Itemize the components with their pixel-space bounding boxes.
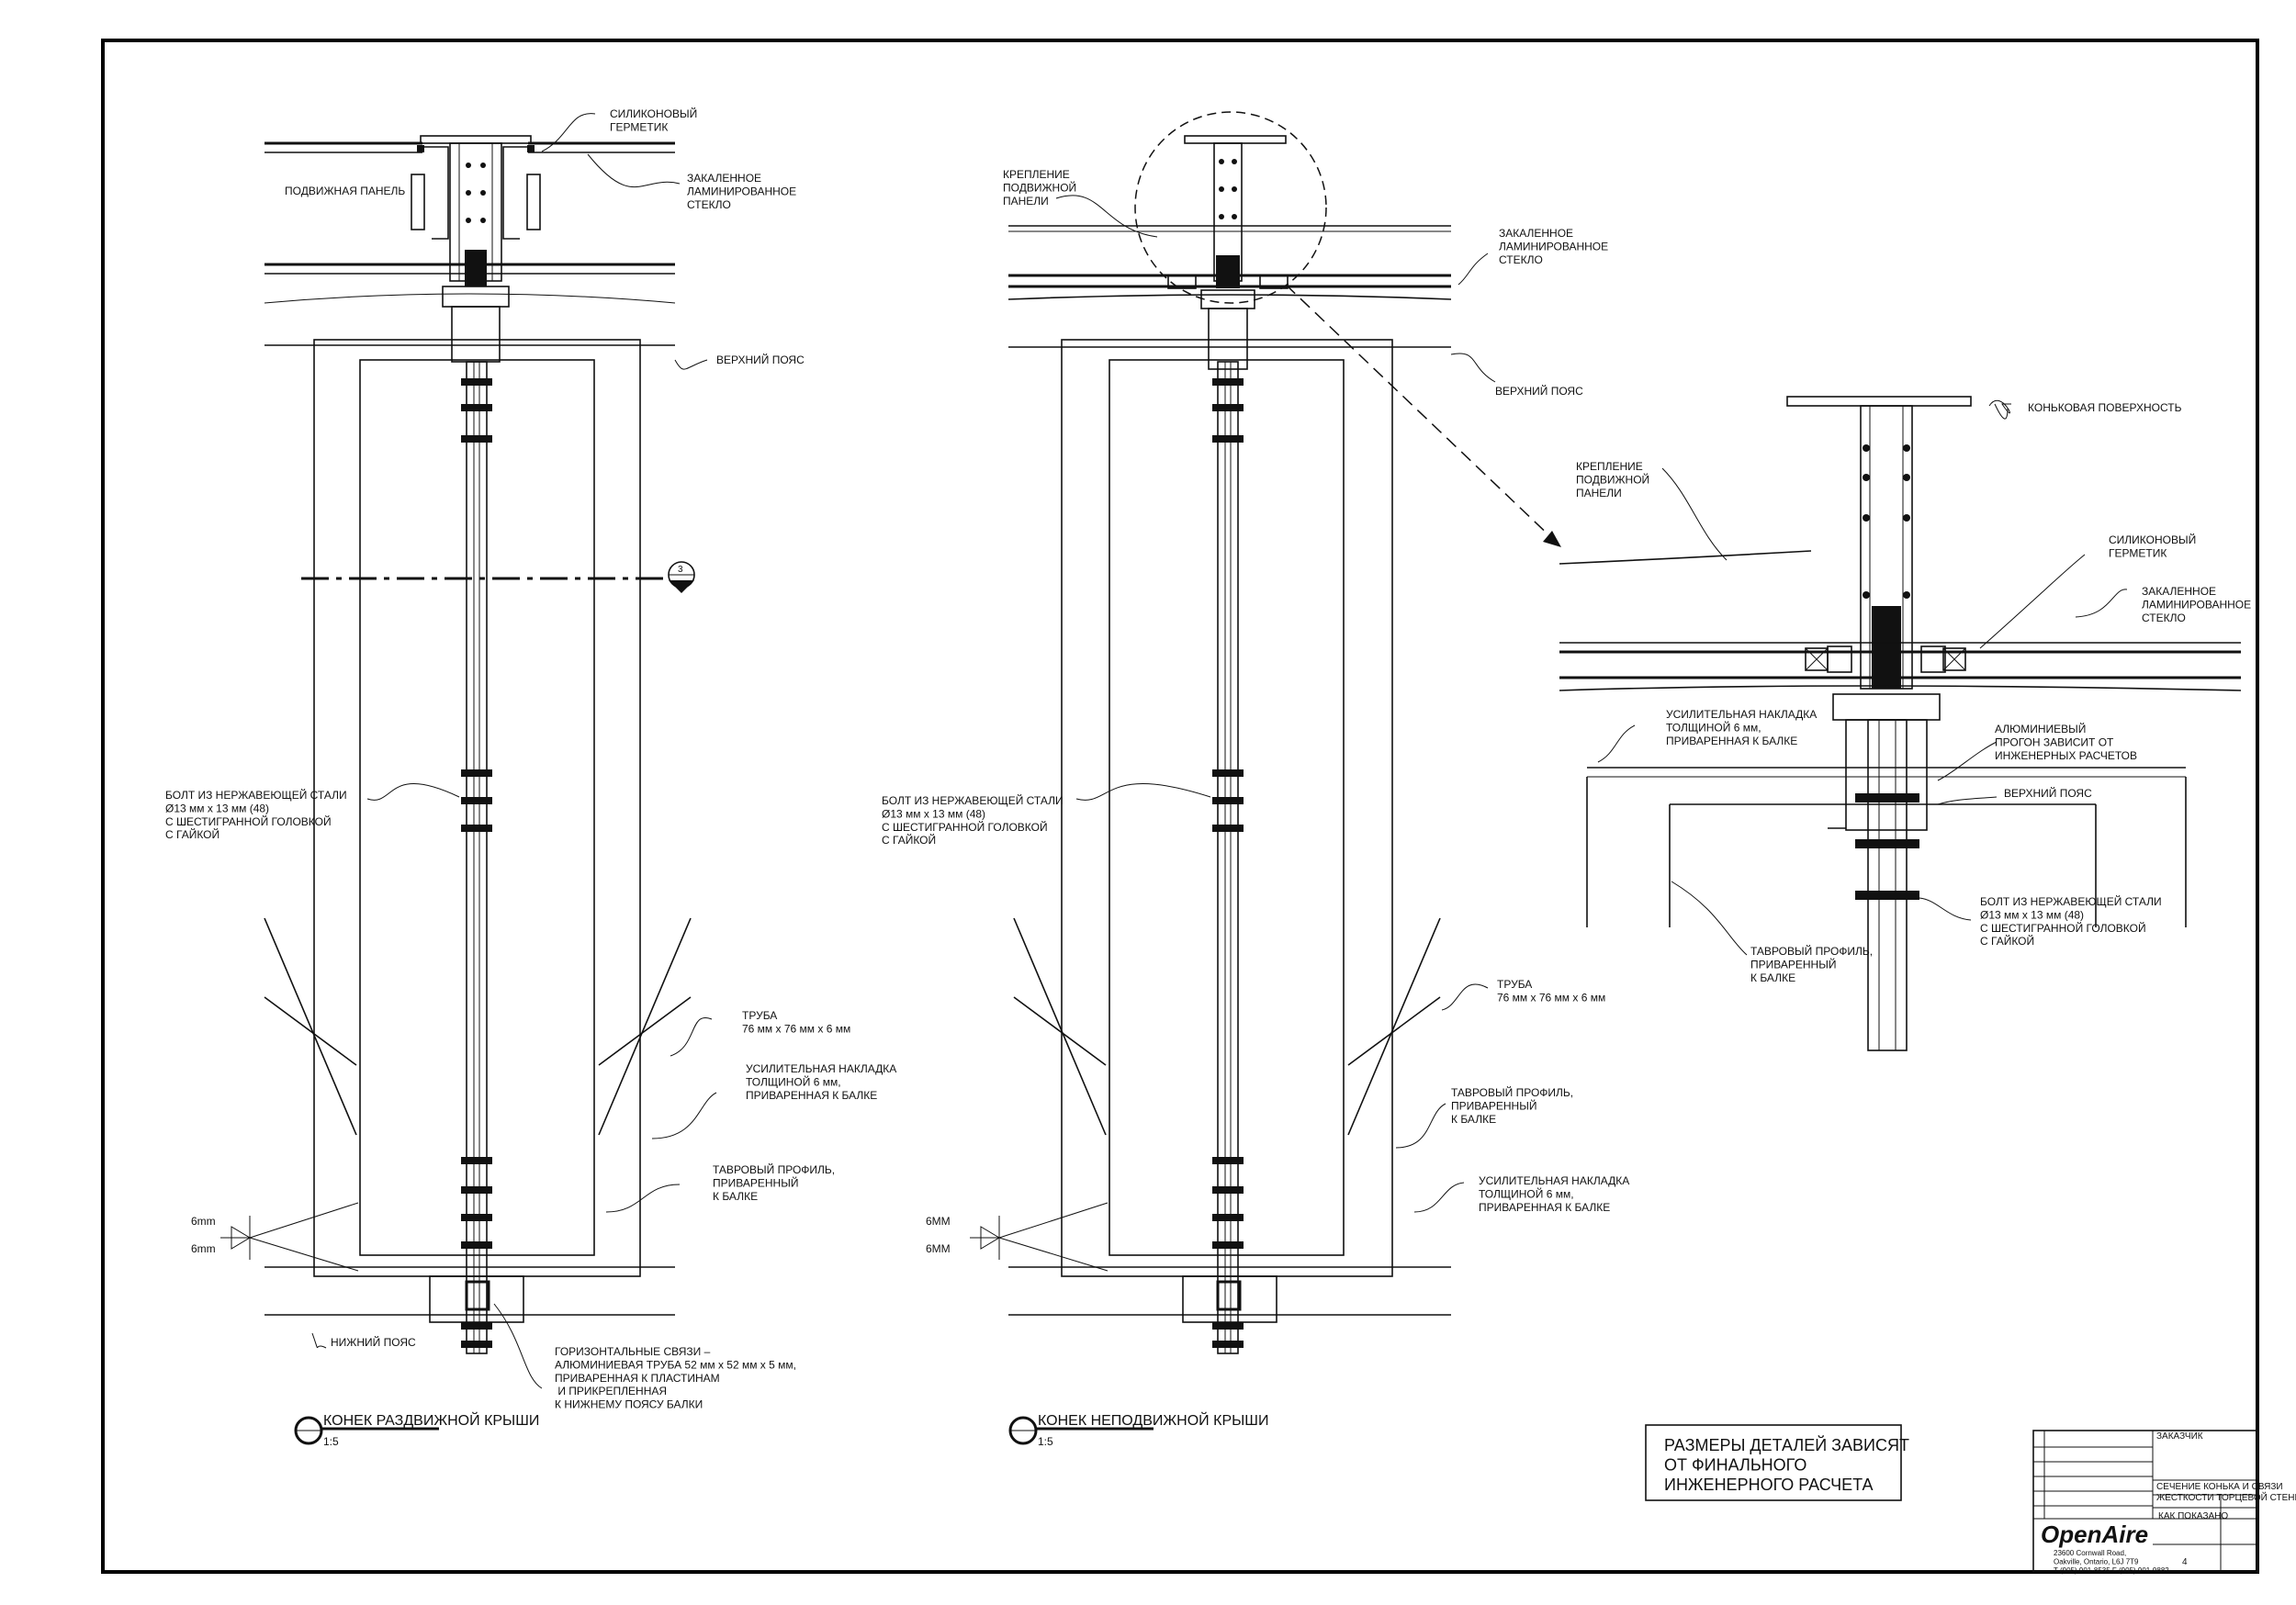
detail-fixed-ridge xyxy=(970,111,1561,1445)
sheet-border xyxy=(101,39,2259,1574)
customer-label: ЗАКАЗЧИК xyxy=(2156,1431,2203,1442)
company-address: 23600 Cornwall Road,Oakville, Ontario, L… xyxy=(2054,1549,2169,1575)
left-weld-bottom-label: 6mm xyxy=(191,1242,216,1255)
left-detail-title: КОНЕК РАЗДВИЖНОЙ КРЫШИ xyxy=(323,1411,539,1429)
detail-sliding-ridge xyxy=(220,113,717,1445)
middle-detail-title: КОНЕК НЕПОДВИЖНОЙ КРЫШИ xyxy=(1038,1411,1268,1429)
drawing-scale: КАК ПОКАЗАНО xyxy=(2158,1511,2228,1521)
sheet-number: 4 xyxy=(2182,1557,2188,1567)
detail-enlarged xyxy=(1559,396,2242,1051)
left-bottom-chord-label: НИЖНИЙ ПОЯС xyxy=(331,1335,416,1349)
middle-detail-scale: 1:5 xyxy=(1038,1435,1053,1448)
right-ridge-label: КОНЬКОВАЯ ПОВЕРХНОСТЬ xyxy=(2028,401,2182,414)
middle-top-chord-label: ВЕРХНИЙ ПОЯС xyxy=(1495,384,1583,398)
left-detail-scale: 1:5 xyxy=(323,1435,339,1448)
bolt-marks xyxy=(461,378,492,1348)
middle-weld-bottom-label: 6ММ xyxy=(926,1242,951,1255)
left-panel-label: ПОДВИЖНАЯ ПАНЕЛЬ xyxy=(285,185,405,197)
section-marker-bottom: 4 xyxy=(678,581,683,591)
section-marker-top: 3 xyxy=(678,565,683,575)
left-weld-top-label: 6mm xyxy=(191,1215,216,1228)
middle-weld-top-label: 6ММ xyxy=(926,1215,951,1228)
bolt-marks-middle xyxy=(1212,378,1244,1348)
right-top-chord-label: ВЕРХНИЙ ПОЯС xyxy=(2004,786,2092,800)
left-top-chord-label: ВЕРХНИЙ ПОЯС xyxy=(716,353,805,366)
company-logo: OpenAire xyxy=(2041,1521,2148,1548)
left-bracing-label: ГОРИЗОНТАЛЬНЫЕ СВЯЗИ –АЛЮМИНИЕВАЯ ТРУБА … xyxy=(555,1345,796,1411)
